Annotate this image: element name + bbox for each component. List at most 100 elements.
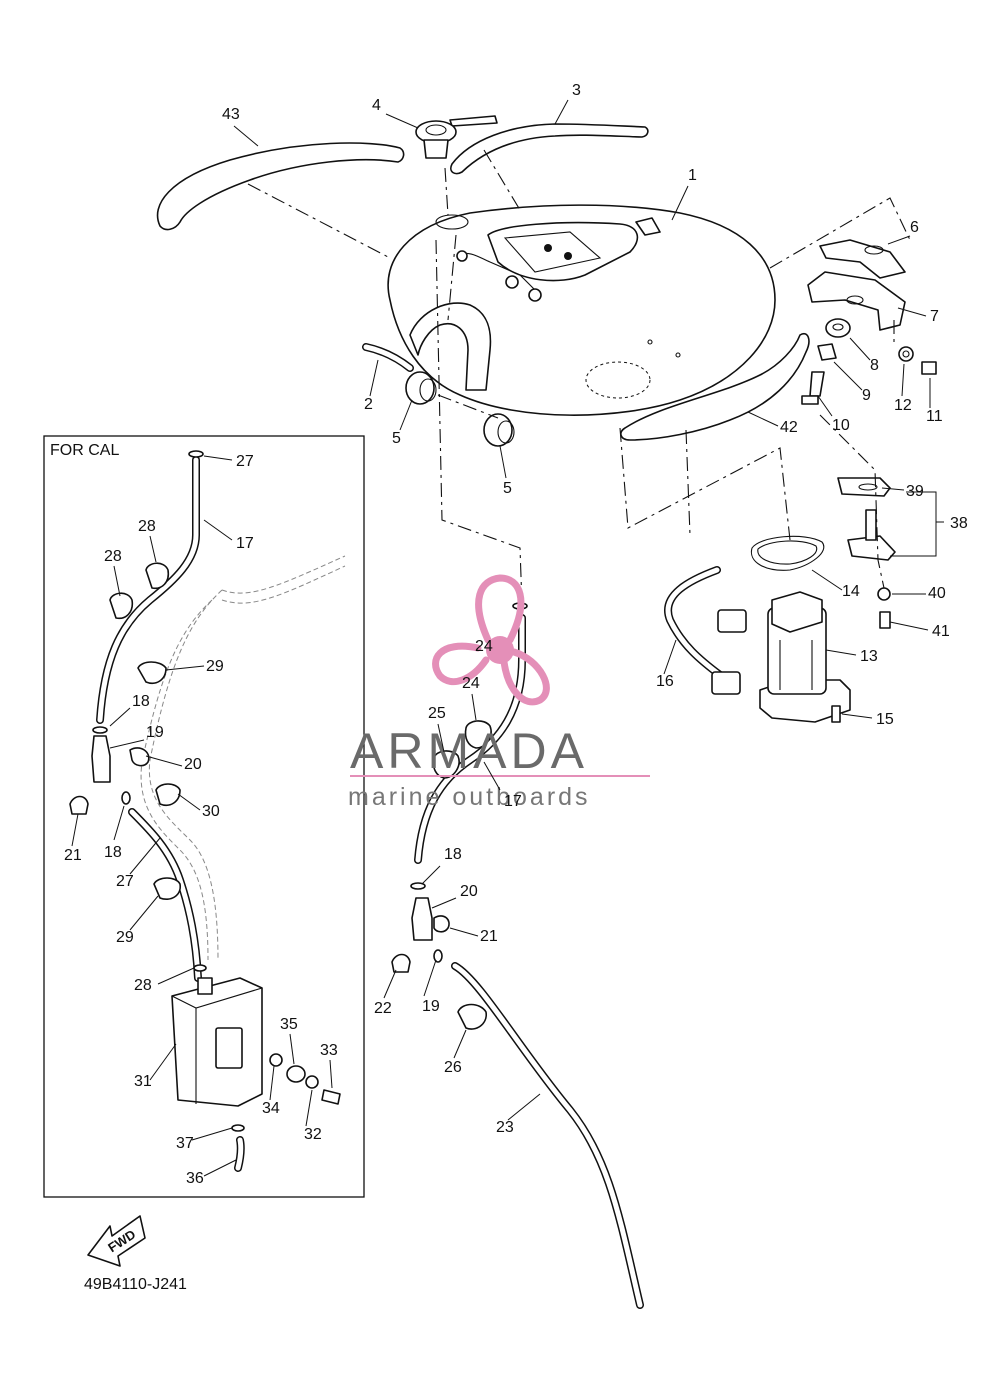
callout-30: 30 bbox=[202, 803, 220, 820]
callout-15: 15 bbox=[876, 711, 894, 728]
callout-33: 33 bbox=[320, 1042, 338, 1059]
callout-leader bbox=[289, 1033, 295, 1065]
bracket-6 bbox=[819, 239, 906, 279]
bolt-15 bbox=[831, 705, 841, 723]
callout-29: 29 bbox=[116, 929, 134, 946]
fuel-cap-neck bbox=[423, 139, 449, 159]
clamp-20-cal bbox=[129, 747, 150, 767]
callout-leader bbox=[383, 969, 397, 999]
callout-leader bbox=[129, 837, 161, 875]
callout-leader bbox=[305, 1089, 313, 1127]
callout-18: 18 bbox=[104, 844, 122, 861]
emblem-43 bbox=[449, 115, 498, 127]
fwd-arrow-icon: FWD bbox=[87, 1215, 146, 1267]
callout-16: 16 bbox=[656, 673, 674, 690]
clip-28c-cal bbox=[153, 877, 181, 900]
callout-42: 42 bbox=[780, 419, 798, 436]
bolt-10 bbox=[809, 371, 825, 397]
damper-8 bbox=[825, 318, 851, 338]
callout-19: 19 bbox=[422, 998, 440, 1015]
propeller-logo-icon bbox=[432, 574, 550, 706]
tank-pump-bay bbox=[487, 221, 639, 282]
grommet-5b bbox=[483, 413, 515, 447]
callout-leader bbox=[817, 395, 833, 417]
callout-14: 14 bbox=[842, 583, 860, 600]
washer-12 bbox=[898, 346, 914, 362]
callout-18: 18 bbox=[132, 693, 150, 710]
callout-leader bbox=[841, 713, 873, 719]
callout-leader bbox=[233, 125, 259, 147]
connector-16b bbox=[711, 671, 741, 695]
callout-26: 26 bbox=[444, 1059, 462, 1076]
callout-leader bbox=[423, 959, 437, 997]
callout-7: 7 bbox=[930, 308, 939, 325]
collar-33 bbox=[269, 1053, 283, 1067]
callout-leader bbox=[385, 113, 419, 129]
right-side-trim-3 bbox=[450, 123, 649, 175]
callout-24: 24 bbox=[475, 638, 493, 655]
callout-38: 38 bbox=[950, 515, 968, 532]
callout-23: 23 bbox=[496, 1119, 514, 1136]
callout-34: 34 bbox=[262, 1100, 280, 1117]
joint-19-cal bbox=[91, 735, 111, 783]
part-code: 49B4110-J241 bbox=[84, 1276, 187, 1293]
callout-2: 2 bbox=[364, 396, 373, 413]
callout-10: 10 bbox=[832, 417, 850, 434]
for-cal-label: FOR CAL bbox=[50, 442, 119, 459]
callout-leader bbox=[849, 337, 871, 361]
callout-8: 8 bbox=[870, 357, 879, 374]
canister-30 bbox=[171, 977, 263, 1107]
callout-leader bbox=[437, 723, 445, 753]
washer-39 bbox=[877, 587, 891, 601]
screw-40 bbox=[879, 611, 891, 629]
callout-12: 12 bbox=[894, 397, 912, 414]
callout-leader bbox=[483, 761, 501, 791]
washer-31 bbox=[305, 1075, 319, 1089]
callout-36: 36 bbox=[186, 1170, 204, 1187]
watermark-brand: ARMADA bbox=[350, 723, 588, 779]
clip-29a-cal bbox=[137, 661, 167, 684]
callout-24: 24 bbox=[462, 675, 480, 692]
clip-25 bbox=[457, 1003, 487, 1030]
callout-leader bbox=[449, 927, 479, 937]
callout-leader bbox=[399, 399, 413, 431]
fuel-pump-13 bbox=[759, 591, 851, 723]
callout-leader bbox=[177, 793, 201, 811]
callout-leader bbox=[149, 1043, 177, 1081]
callout-leader bbox=[663, 639, 677, 675]
callout-21: 21 bbox=[64, 847, 82, 864]
callout-leader bbox=[191, 1127, 233, 1141]
grommet-34 bbox=[286, 1065, 306, 1083]
callout-bracket-37 bbox=[890, 491, 944, 557]
for-cal-inset-frame bbox=[43, 435, 365, 1198]
watermark-tagline: marine outboards bbox=[348, 783, 591, 811]
callout-leader bbox=[109, 707, 131, 727]
callout-28: 28 bbox=[138, 518, 156, 535]
callout-leader bbox=[369, 359, 379, 397]
callout-leader bbox=[554, 99, 569, 125]
right-lower-trim-41 bbox=[620, 333, 810, 441]
callout-29: 29 bbox=[206, 658, 224, 675]
callout-leader bbox=[149, 535, 157, 563]
callout-1: 1 bbox=[688, 167, 697, 184]
callout-leader bbox=[825, 649, 857, 656]
clip-28a-cal bbox=[145, 562, 170, 590]
clip-24a bbox=[464, 720, 492, 749]
joint-19 bbox=[411, 897, 433, 941]
bolt-11 bbox=[921, 361, 937, 375]
cap-21 bbox=[391, 953, 411, 973]
callout-5: 5 bbox=[503, 480, 512, 497]
callout-leader bbox=[203, 1159, 237, 1177]
tank-tunnel bbox=[409, 302, 492, 391]
callout-leader bbox=[157, 967, 195, 985]
callout-20: 20 bbox=[460, 883, 478, 900]
callout-leader bbox=[453, 1029, 467, 1059]
callout-leader bbox=[747, 411, 779, 427]
callout-9: 9 bbox=[862, 387, 871, 404]
callout-35: 35 bbox=[280, 1016, 298, 1033]
callout-11: 11 bbox=[926, 408, 943, 425]
plate-38 bbox=[837, 477, 891, 497]
callout-40: 40 bbox=[928, 585, 946, 602]
callout-22: 22 bbox=[374, 1000, 392, 1017]
